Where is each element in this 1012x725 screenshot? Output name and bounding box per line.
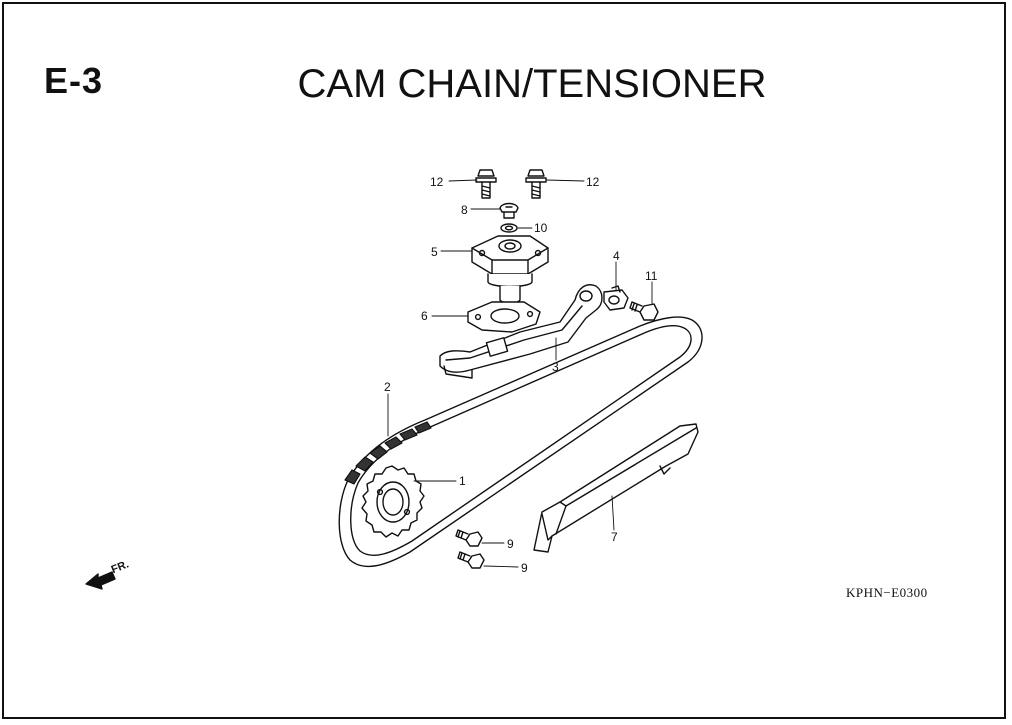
callout-2: 2 <box>384 380 391 394</box>
front-direction-arrow <box>85 571 116 590</box>
callout-1: 1 <box>459 474 466 488</box>
pivot-bolt <box>629 301 659 321</box>
callout-8: 8 <box>461 203 468 217</box>
pivot-collar <box>603 285 629 311</box>
section-code: E-3 <box>44 60 104 101</box>
sealing-screw <box>499 202 519 219</box>
callout-3: 3 <box>552 360 559 374</box>
page-title: CAM CHAIN/TENSIONER <box>297 62 767 106</box>
flange-bolt-12-left <box>475 169 497 199</box>
diagram-reference-code: KPHN−E0300 <box>846 585 928 600</box>
callout-4: 4 <box>613 249 620 263</box>
sealing-washer <box>500 223 518 233</box>
sprocket-bolt-9-lower <box>457 551 485 569</box>
flange-bolt-12-right <box>525 169 547 199</box>
callout-9-lower: 9 <box>521 561 528 575</box>
cam-chain-guide <box>533 423 699 553</box>
sprocket-bolt-9-upper <box>455 529 483 547</box>
callout-5: 5 <box>431 245 438 259</box>
tensioner-slipper <box>439 284 603 379</box>
cam-chain <box>338 316 703 568</box>
callout-6: 6 <box>421 309 428 323</box>
callout-7: 7 <box>611 530 618 544</box>
tensioner-lifter <box>471 235 549 304</box>
tensioner-gasket <box>467 301 541 333</box>
cam-sprocket <box>361 465 425 538</box>
callout-11: 11 <box>645 269 658 283</box>
callout-12-left: 12 <box>430 175 444 189</box>
leader-lines <box>387 179 653 568</box>
callout-10: 10 <box>534 221 548 235</box>
callout-12-right: 12 <box>586 175 600 189</box>
callout-9-upper: 9 <box>507 537 514 551</box>
front-direction-label: FR. <box>110 558 131 576</box>
